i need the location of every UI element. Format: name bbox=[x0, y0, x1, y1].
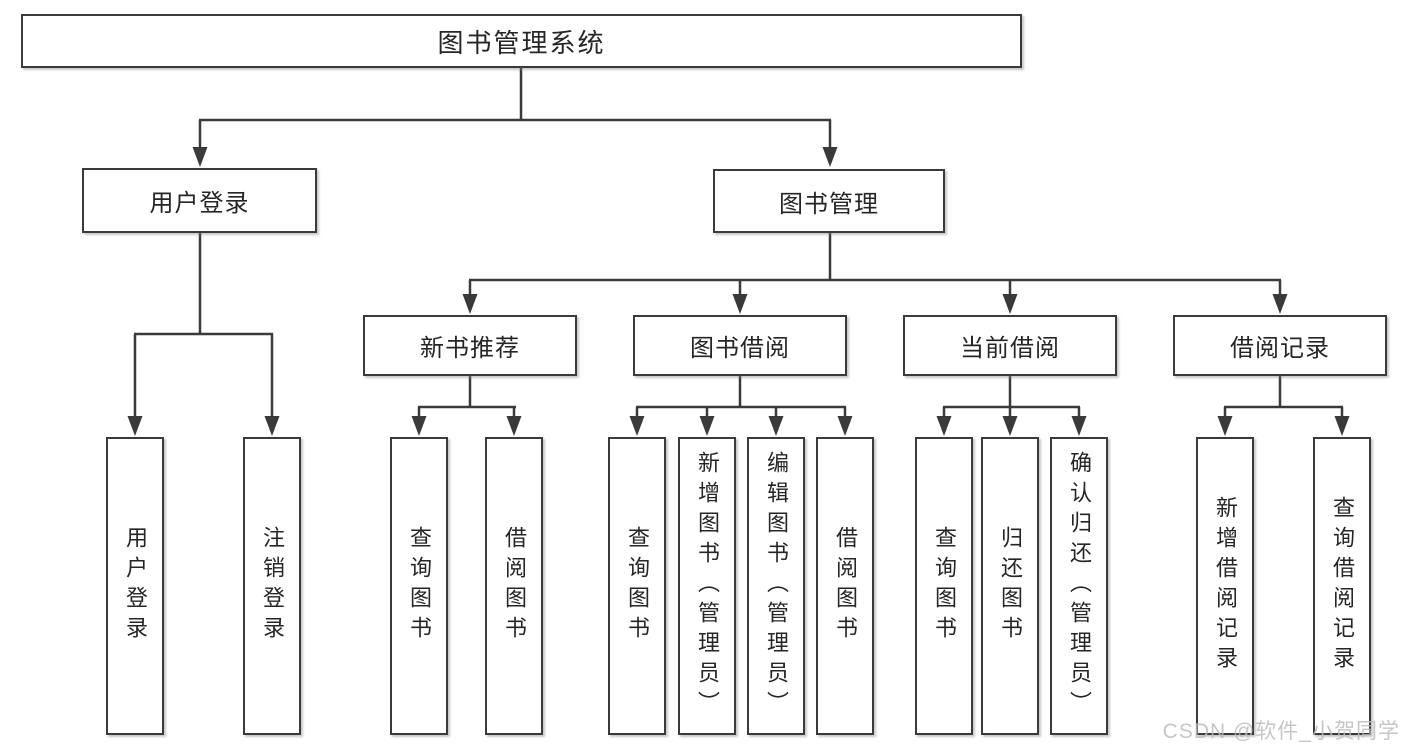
node-label: 用户登录 bbox=[123, 526, 148, 646]
node-label: 查询图书 bbox=[932, 526, 957, 646]
node-label: 借阅图书 bbox=[833, 526, 858, 646]
node-new-book-recommend: 新书推荐 bbox=[363, 315, 577, 376]
node-library-management-system: 图书管理系统 bbox=[21, 14, 1022, 68]
node-label: 用户登录 bbox=[149, 190, 250, 217]
csdn-watermark: CSDN @软件_小贺同学 bbox=[1162, 720, 1400, 743]
node-label: 编辑图书（管理员） bbox=[764, 451, 789, 721]
leaf-query-borrow-record: 查询借阅记录 bbox=[1313, 437, 1371, 735]
leaf-logout: 注销登录 bbox=[243, 437, 301, 735]
leaf-borrow-books-recommend: 借阅图书 bbox=[485, 437, 543, 735]
node-user-login: 用户登录 bbox=[82, 168, 317, 233]
node-current-borrowing: 当前借阅 bbox=[903, 315, 1117, 376]
node-label: 借阅记录 bbox=[1230, 335, 1330, 362]
leaf-query-books-recommend: 查询图书 bbox=[390, 437, 448, 735]
leaf-user-login: 用户登录 bbox=[106, 437, 164, 735]
leaf-confirm-return-admin: 确认归还（管理员） bbox=[1050, 437, 1108, 735]
leaf-add-borrow-record: 新增借阅记录 bbox=[1196, 437, 1254, 735]
node-book-management: 图书管理 bbox=[713, 169, 945, 233]
node-label: 借阅图书 bbox=[502, 526, 527, 646]
leaf-edit-book-admin: 编辑图书（管理员） bbox=[747, 437, 805, 735]
node-label: 新增借阅记录 bbox=[1213, 496, 1238, 676]
leaf-borrow-books: 借阅图书 bbox=[816, 437, 874, 735]
node-label: 当前借阅 bbox=[960, 335, 1060, 362]
node-label: 查询图书 bbox=[407, 526, 432, 646]
leaf-query-books-current: 查询图书 bbox=[915, 437, 973, 735]
node-label: 图书管理 bbox=[779, 190, 879, 218]
leaf-return-book: 归还图书 bbox=[981, 437, 1039, 735]
node-label: 图书管理系统 bbox=[437, 27, 606, 58]
node-label: 归还图书 bbox=[998, 526, 1023, 646]
leaf-add-book-admin: 新增图书（管理员） bbox=[678, 437, 736, 735]
node-label: 查询图书 bbox=[625, 526, 650, 646]
node-label: 查询借阅记录 bbox=[1330, 496, 1355, 676]
leaf-query-books-borrowing: 查询图书 bbox=[608, 437, 666, 735]
node-label: 新增图书（管理员） bbox=[695, 451, 720, 721]
node-book-borrowing: 图书借阅 bbox=[633, 315, 847, 376]
node-label: 图书借阅 bbox=[690, 335, 790, 362]
node-label: 确认归还（管理员） bbox=[1067, 451, 1092, 721]
node-label: 注销登录 bbox=[260, 526, 285, 646]
node-borrowing-records: 借阅记录 bbox=[1173, 315, 1387, 376]
node-label: 新书推荐 bbox=[420, 335, 520, 362]
